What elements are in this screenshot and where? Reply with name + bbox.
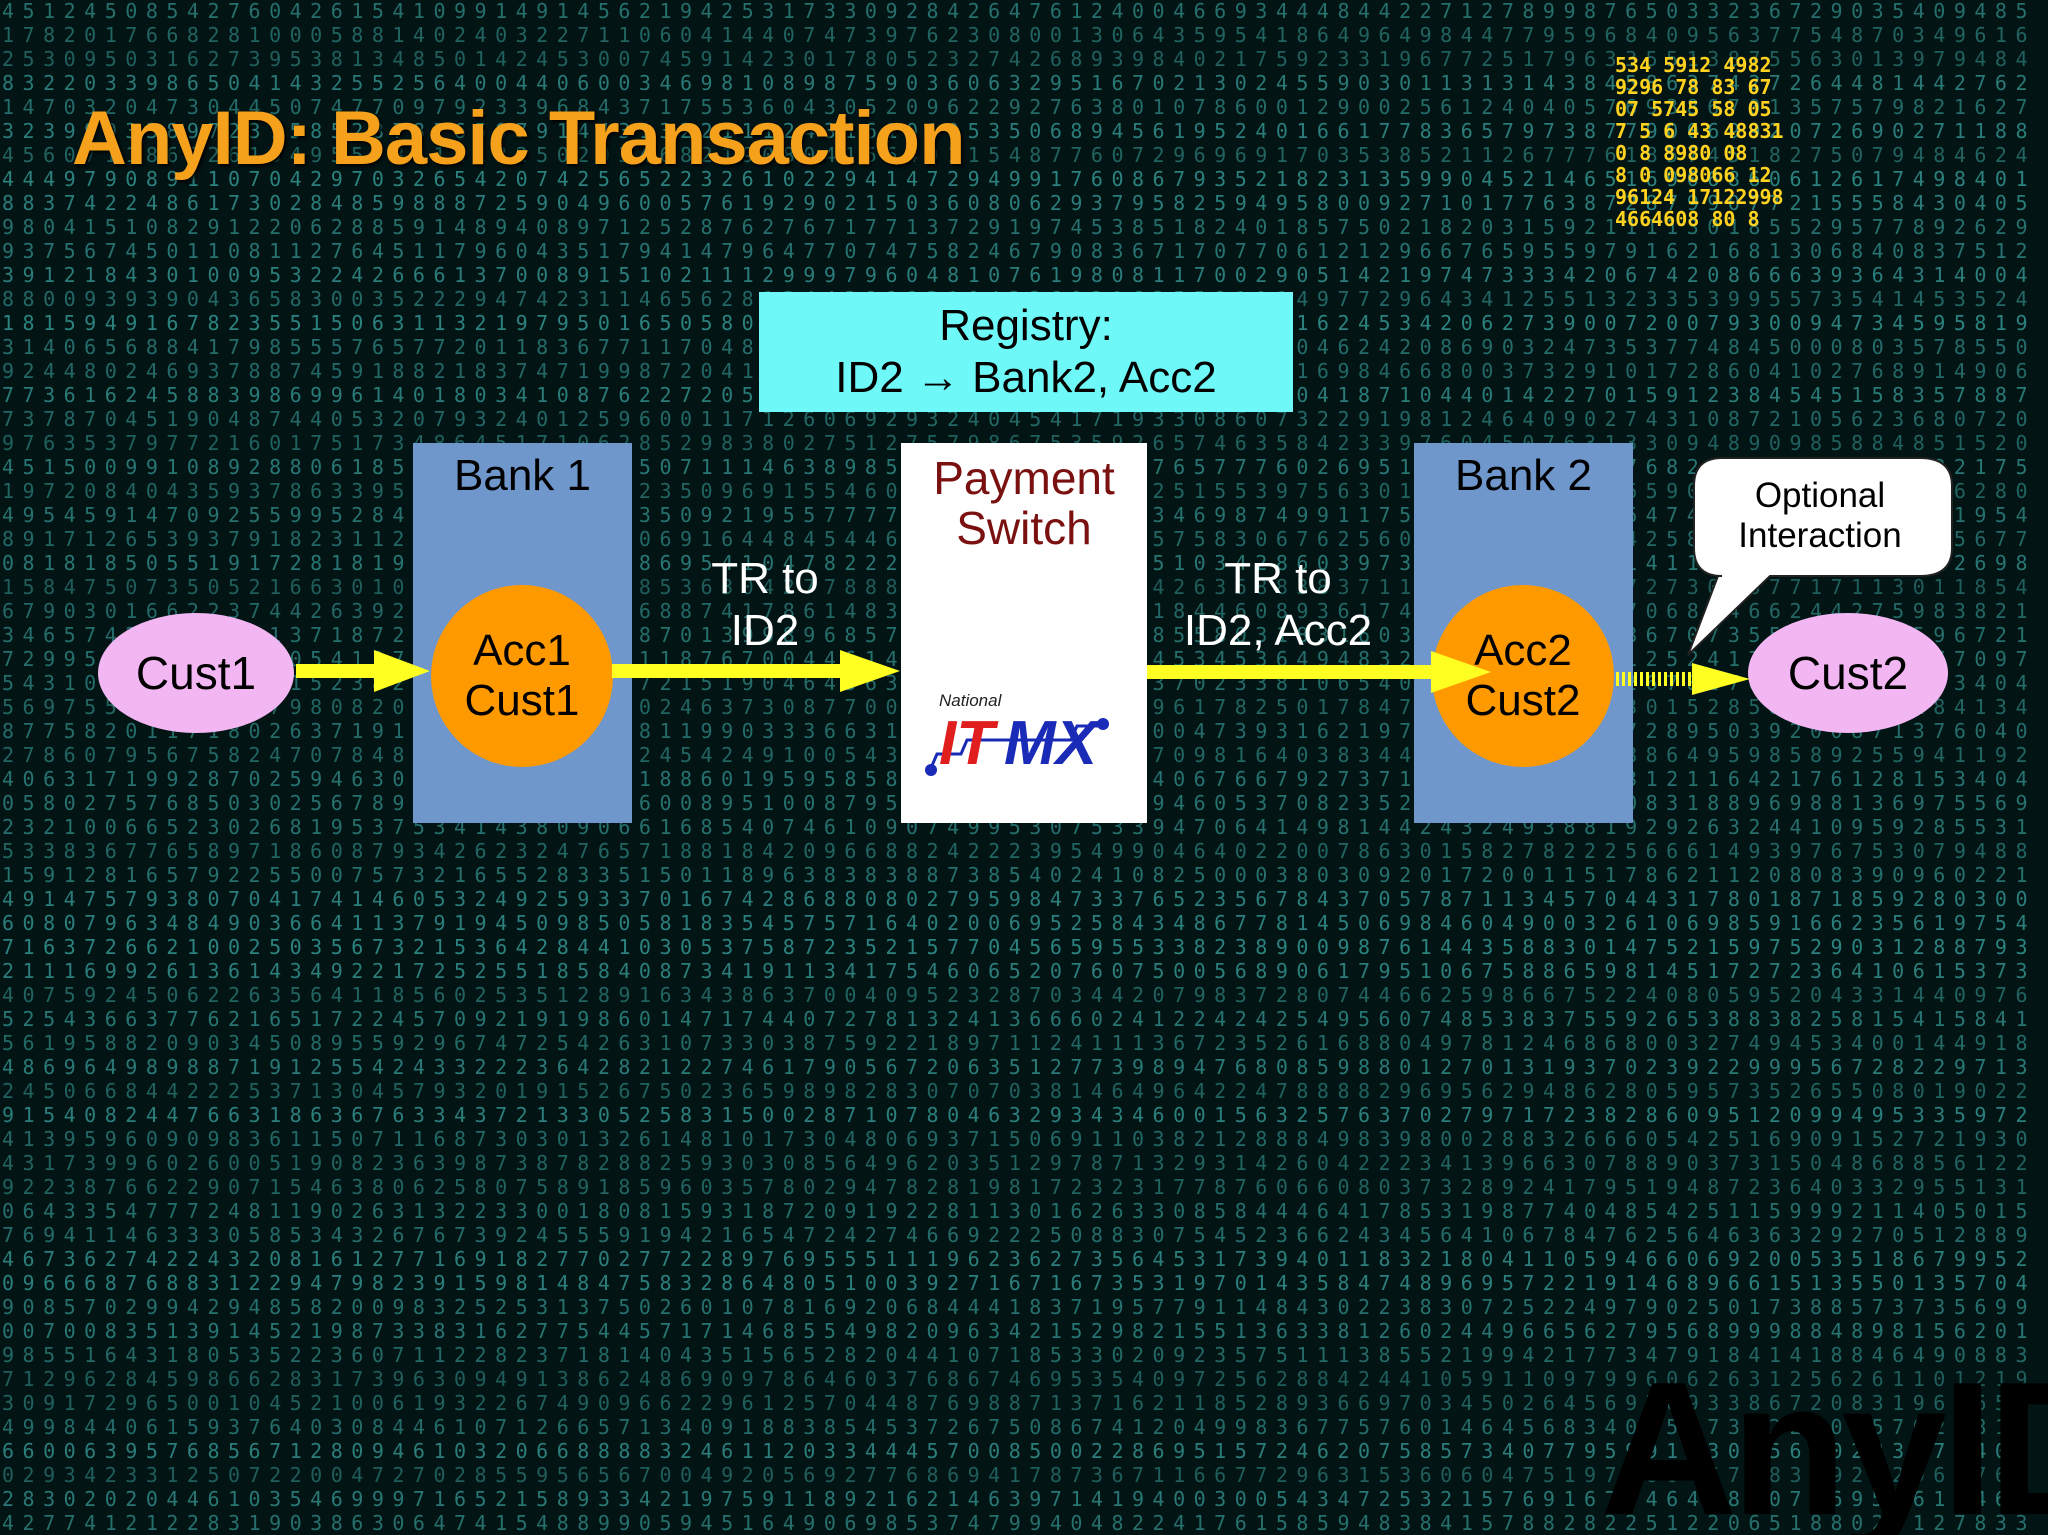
- svg-text:608079634849036641137919450985: 6080796348490366411379194509850581835457…: [2, 911, 2027, 935]
- svg-text:245066844222537130457932019152: 2450668442225371304579320191526750236598…: [2, 1079, 2027, 1103]
- svg-text:832203398650414325525640044060: 8322033986504143255256400440600346981089…: [2, 71, 2027, 95]
- svg-text:456071186026134955732111325029: 4560711860261349557321113250293468219080…: [2, 143, 2027, 167]
- svg-text:444979089110704297032654207425: 4449790891107042970326542074256522326102…: [2, 167, 2027, 191]
- svg-text:309172965001045210061932267490: 3091729650010452100619322674909662296125…: [2, 1391, 2027, 1415]
- svg-text:7 5 6 43 48831: 7 5 6 43 48831: [1615, 119, 1784, 143]
- transfer-to-switch-line2: ID2: [730, 606, 800, 655]
- receiver-customer-label: Cust2: [1787, 647, 1909, 699]
- svg-text:467362742243208161277169182770: 4673627422432081612771691827702772289769…: [2, 1247, 2027, 1271]
- sender-customer-ellipse: Cust1: [98, 613, 294, 733]
- payment-switch-label-line1: Payment: [933, 452, 1115, 504]
- svg-text:534 5912 4982: 534 5912 4982: [1615, 53, 1772, 77]
- svg-text:922387662290715463806258075891: 9223876622907154638062580758918596035780…: [2, 1175, 2027, 1199]
- svg-text:283020204461035469997165215893: 2830202044610354699971652158933421975911…: [2, 1487, 2027, 1511]
- payment-switch-box: Payment Switch National IT MX: [901, 443, 1147, 823]
- bank2-account-name: Acc2: [1474, 626, 1572, 675]
- svg-text:980415108291220628859148940897: 9804151082912206288591489408971252876276…: [2, 215, 2027, 239]
- svg-text:533836776589718608793426232476: 5338367765897186087934262324765718818420…: [2, 839, 2027, 863]
- bank2-account-circle: Acc2 Cust2: [1432, 585, 1614, 767]
- transfer-to-bank2-line1: TR to: [1224, 554, 1332, 603]
- payment-switch-label-line2: Switch: [956, 502, 1092, 554]
- optional-interaction-text: Optional Interaction: [1700, 476, 1940, 556]
- svg-text:253095031627395381348501424530: 2530950316273953813485014245300745914230…: [2, 47, 2027, 71]
- itmx-logo-small-text: National: [939, 691, 1003, 710]
- anyid-watermark-logo: AnyID: [1600, 1343, 2048, 1535]
- svg-text:908570299429485820098325253137: 9085702994294858200983252531375026010781…: [2, 1295, 2027, 1319]
- optional-interaction-line2: Interaction: [1738, 516, 1902, 555]
- svg-text:660063957685671280946103206688: 6600639576856712809461032066888832461120…: [2, 1439, 2027, 1463]
- svg-text:007008351391452198733831627754: 0070083513914521987338316277544571714685…: [2, 1319, 2027, 1343]
- bank2-label: Bank 2: [1455, 451, 1592, 500]
- optional-interaction-line1: Optional: [1754, 476, 1886, 515]
- svg-text:525436637762165172245709219198: 5254366377621651722457092191986014717440…: [2, 1007, 2027, 1031]
- svg-text:178201766828100058814024032271: 1782017668281000588140240322711060414407…: [2, 23, 2027, 47]
- registry-mapping: ID2 → Bank2, Acc2: [835, 353, 1217, 402]
- svg-text:937567450110811276451179604351: 9375674501108112764511796043517941479647…: [2, 239, 2027, 263]
- svg-text:391218430100953224266613700891: 3912184301009532242666137008915102111299…: [2, 263, 2027, 287]
- svg-text:561958820903450895592967472542: 5619588209034508955929674725426310733038…: [2, 1031, 2027, 1055]
- bank1-account-owner: Cust1: [464, 676, 580, 725]
- svg-text:451245085427604261541099149145: 4512450854276042615410991491456219425317…: [2, 0, 2027, 23]
- sender-customer-label: Cust1: [135, 647, 257, 699]
- registry-heading: Registry:: [939, 301, 1113, 350]
- svg-text:9296 78 83 67: 9296 78 83 67: [1615, 75, 1772, 99]
- svg-text:499844061593764030844610712665: 4998440615937640308446107126657134091883…: [2, 1415, 2027, 1439]
- bank1-box: Bank 1 Acc1 Cust1: [413, 443, 632, 823]
- svg-text:159128165792255007573216552833: 1591281657922550075732165528335150118963…: [2, 863, 2027, 887]
- itmx-logo-mx-text: MX: [1004, 709, 1101, 778]
- transfer-to-switch-label: TR to ID2: [690, 553, 840, 657]
- svg-text:985516431805352236071122823718: 9855164318053522360711228237181404351565…: [2, 1343, 2027, 1367]
- bank1-account-name: Acc1: [473, 626, 571, 675]
- svg-text:07 5745 58 05: 07 5745 58 05: [1615, 97, 1772, 121]
- svg-text:096668768831229479823915981484: 0966687688312294798239159814847583286480…: [2, 1271, 2027, 1295]
- transfer-to-switch-line1: TR to: [711, 554, 819, 603]
- svg-text:915408244766318636763343721330: 9154082447663186367633437213305258315002…: [2, 1103, 2027, 1127]
- svg-text:211169926136143492217252551858: 2111699261361434922172525518584087341911…: [2, 959, 2027, 983]
- receiver-customer-ellipse: Cust2: [1748, 613, 1948, 733]
- svg-text:029342331250722004727028559565: 0293423312507220047270285595656700492056…: [2, 1463, 2027, 1487]
- itmx-logo-it-text: IT: [939, 709, 999, 778]
- svg-text:147032047304450747709792339684: 1470320473044507477097923396843717553604…: [2, 95, 2027, 119]
- svg-text:323990338972375852878765079144: 3239903389723758528787650791443132211124…: [2, 119, 2027, 143]
- svg-text:486964989887191255424332223642: 4869649898871912554243322236428212274617…: [2, 1055, 2027, 1079]
- svg-text:413959609098361150711687303013: 4139596090983611507116873030132614810173…: [2, 1127, 2027, 1151]
- bank2-box: Bank 2 Acc2 Cust2: [1414, 443, 1633, 823]
- bank1-label: Bank 1: [454, 451, 591, 500]
- slide-title: AnyID: Basic Transaction: [72, 96, 965, 181]
- svg-text:769411463330585343267673924555: 7694114633305853432676739245559194216547…: [2, 1223, 2027, 1247]
- svg-text:4664608 80 8: 4664608 80 8: [1615, 207, 1760, 231]
- svg-text:407592450622635641185602535128: 4075924506226356411856025351289163438637…: [2, 983, 2027, 1007]
- svg-text:8 0 098066 12: 8 0 098066 12: [1615, 163, 1772, 187]
- transfer-to-bank2-line2: ID2, Acc2: [1183, 606, 1373, 655]
- svg-text:431739960260051908236398738782: 4317399602600519082363987387828825930308…: [2, 1151, 2027, 1175]
- svg-text:064335477724811902631322330018: 0643354777248119026313223300180815931872…: [2, 1199, 2027, 1223]
- itmx-logo-icon: National IT MX: [925, 691, 1109, 778]
- payment-switch-label: Payment Switch: [901, 453, 1147, 553]
- registry-box: Registry: ID2 → Bank2, Acc2: [759, 292, 1293, 412]
- bank2-account-owner: Cust2: [1465, 676, 1581, 725]
- svg-text:0 8 8980 08: 0 8 8980 08: [1615, 141, 1747, 165]
- bank1-account-circle: Acc1 Cust1: [431, 585, 613, 767]
- transfer-to-bank2-label: TR to ID2, Acc2: [1163, 553, 1393, 657]
- svg-text:491475793807041741460532492593: 4914757938070417414605324925933701674286…: [2, 887, 2027, 911]
- svg-text:96124 17122998: 96124 17122998: [1615, 185, 1784, 209]
- svg-text:712962845986628317396309491386: 7129628459866283173963094913862486909786…: [2, 1367, 2027, 1391]
- svg-text:427741212283190386306474154889: 4277412122831903863064741548899059451649…: [2, 1511, 2027, 1535]
- svg-text:883742248617302848598887259049: 8837422486173028485988872590496005761929…: [2, 191, 2027, 215]
- svg-text:716372662100250356732153642844: 7163726621002503567321536428441030537587…: [2, 935, 2027, 959]
